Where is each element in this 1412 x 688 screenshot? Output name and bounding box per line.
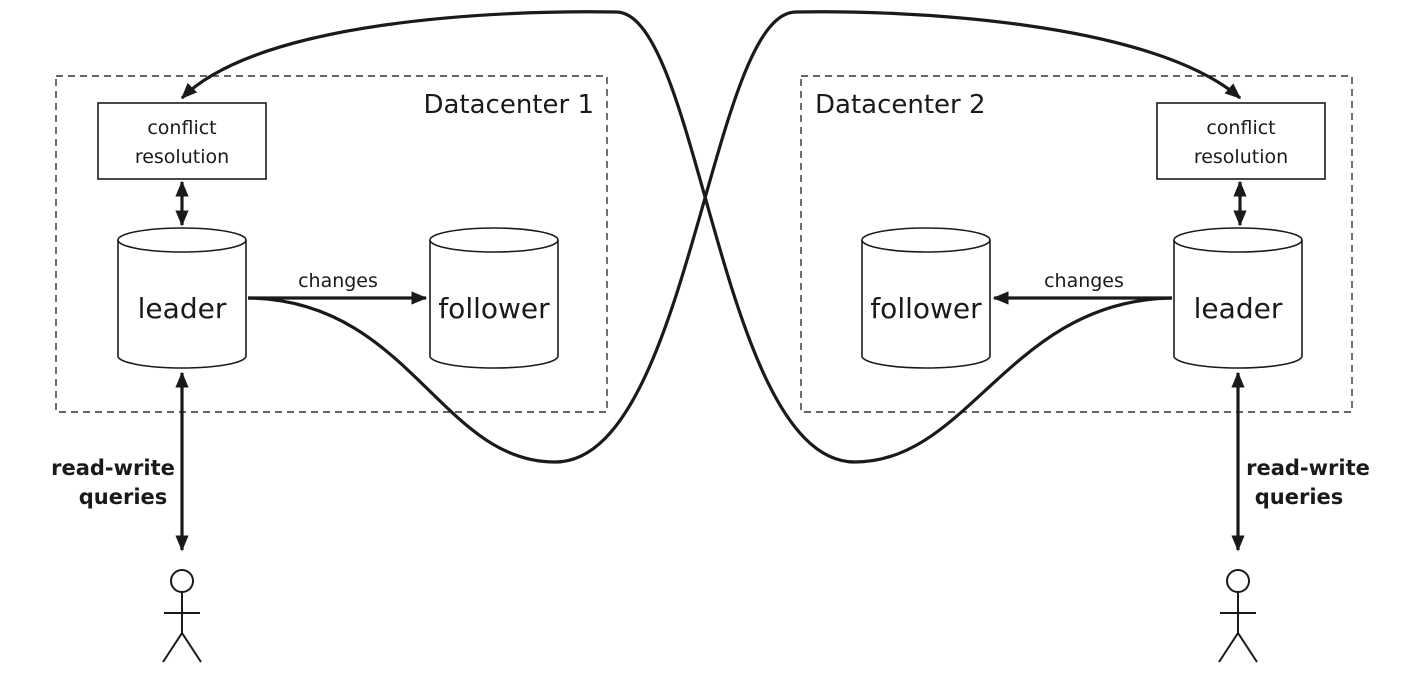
conflict-resolution-label-1b: resolution [135,146,229,168]
user-label-2b: queries [1255,485,1344,509]
datacenter-1: Datacenter 1 conflict resolution leader … [55,75,608,413]
conflict-resolution-label-1a: conflict [147,117,216,139]
leader-label-2: leader [1194,292,1283,325]
conflict-resolution-box-1 [97,102,267,180]
changes-label-1: changes [298,270,378,292]
conflict-resolution-label-2b: resolution [1194,146,1288,168]
user-label-1b: queries [79,485,168,509]
follower-db-1: follower [429,227,559,369]
user-1: read-write queries [51,371,202,663]
leader-label-1: leader [138,292,227,325]
replication-curve-dc1-to-dc2 [247,10,1242,464]
user-2: read-write queries [1218,371,1370,663]
datacenter-2: Datacenter 2 conflict resolution followe… [800,75,1353,413]
user-label-1a: read-write [51,456,175,480]
conflict-resolution-box-2 [1156,102,1326,180]
user-label-2a: read-write [1246,456,1370,480]
datacenter-2-title: Datacenter 2 [815,90,986,120]
changes-label-2: changes [1044,270,1124,292]
datacenter-1-title: Datacenter 1 [423,90,594,120]
follower-label-1: follower [438,292,550,325]
stick-figure-user-icon-1 [162,569,202,663]
conflict-resolution-label-2a: conflict [1206,117,1275,139]
leader-db-2: leader [1173,227,1303,369]
follower-label-2: follower [870,292,982,325]
follower-db-2: follower [861,227,991,369]
stick-figure-user-icon-2 [1218,569,1258,663]
replication-curve-dc2-to-dc1 [180,10,1173,464]
leader-db-1: leader [117,227,247,369]
